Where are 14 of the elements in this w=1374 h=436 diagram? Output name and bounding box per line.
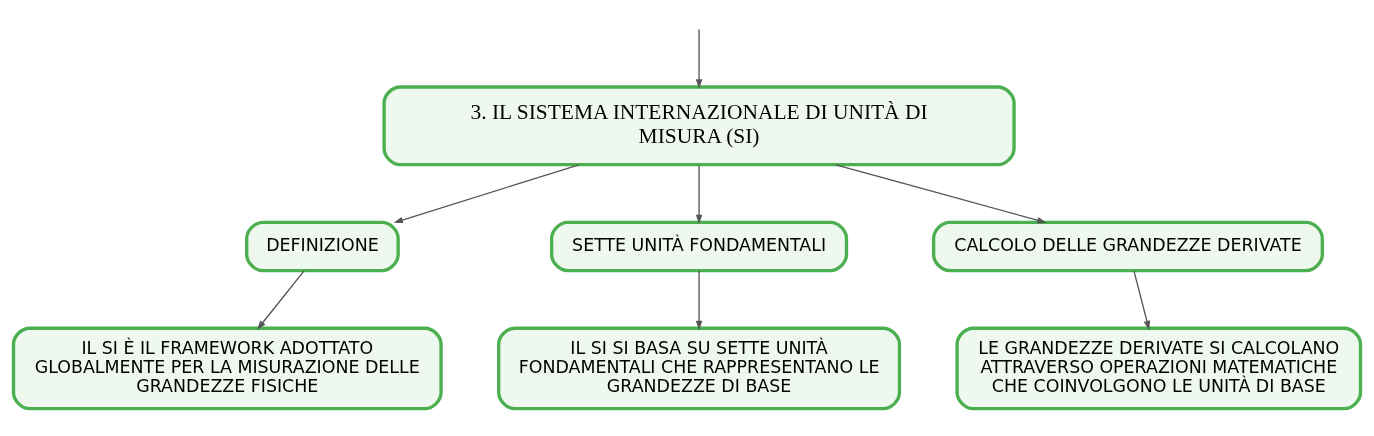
arrow (257, 269, 305, 330)
node-box: IL SI È IL FRAMEWORK ADOTTATO GLOBALMENTE PER LA MISURAZIONE DELLE GRANDEZZE FISICHE (11, 326, 443, 410)
arrow (695, 163, 703, 224)
node-box: LE GRANDEZZE DERIVATE SI CALCOLANO ATTRAVERSO OPERAZIONI MATEMATICHE CHE COINVOLGONO LE UNITÀ DI BASE (955, 326, 1363, 410)
arrow (835, 163, 1047, 223)
node-box: 3. IL SISTEMA INTERNAZIONALE DI UNITÀ DI MISURA (SI) (382, 84, 1016, 166)
node-box: CALCOLO DELLE GRANDEZZE DERIVATE (931, 220, 1324, 272)
arrow (695, 269, 703, 330)
arrow (695, 28, 703, 89)
node-box: SETTE UNITÀ FONDAMENTALI (549, 220, 849, 272)
arrow (1133, 269, 1151, 330)
node-box: IL SI SI BASA SU SETTE UNITÀ FONDAMENTALI CHE RAPPRESENTANO LE GRANDEZZE DI BASE (497, 326, 902, 410)
node-box: DEFINIZIONE (245, 220, 400, 272)
arrow (393, 163, 580, 223)
